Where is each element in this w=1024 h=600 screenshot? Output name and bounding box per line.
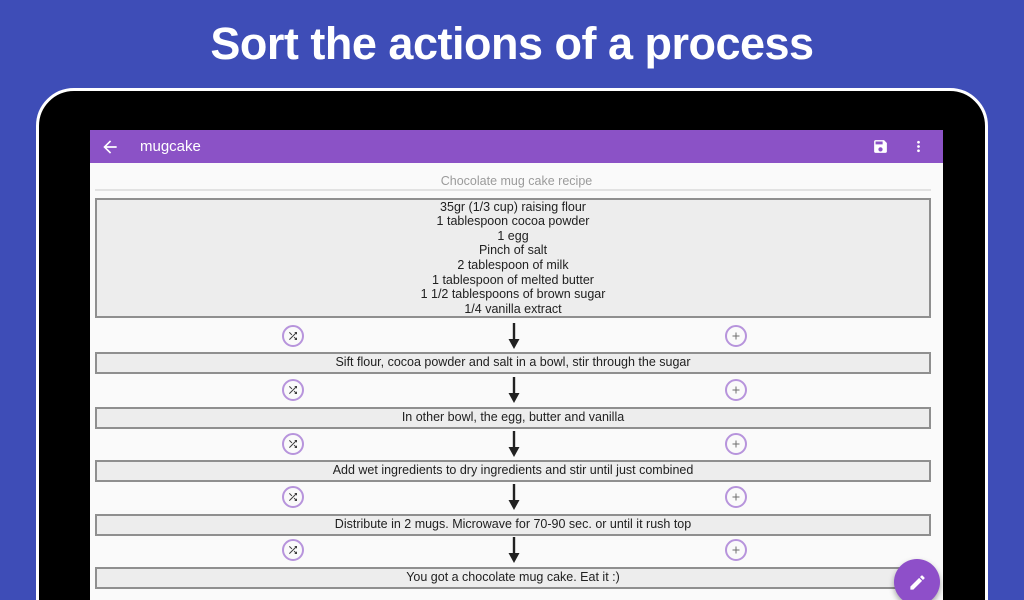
app-screen: mugcake Chocolate mug cake recipe 35gr (… xyxy=(90,130,943,600)
shuffle-icon xyxy=(287,384,299,396)
add-step-button[interactable] xyxy=(725,433,747,455)
overflow-menu-button[interactable] xyxy=(906,135,930,159)
tablet-frame: mugcake Chocolate mug cake recipe 35gr (… xyxy=(36,88,988,600)
arrow-down-icon xyxy=(506,323,522,349)
swap-steps-button[interactable] xyxy=(282,486,304,508)
arrow-down-icon xyxy=(506,377,522,403)
step-node[interactable]: You got a chocolate mug cake. Eat it :) xyxy=(95,567,931,589)
plus-icon xyxy=(730,438,742,450)
ingredient-line: 1 tablespoon cocoa powder xyxy=(436,214,590,229)
arrow-back-icon xyxy=(100,137,120,157)
shuffle-icon xyxy=(287,491,299,503)
banner-title: Sort the actions of a process xyxy=(210,18,814,69)
app-toolbar: mugcake xyxy=(90,130,943,163)
connector-row xyxy=(95,428,931,460)
marketing-banner: Sort the actions of a process xyxy=(0,0,1024,88)
process-title: Chocolate mug cake recipe xyxy=(440,174,593,188)
ingredient-line: 35gr (1/3 cup) raising flour xyxy=(440,199,586,214)
shuffle-icon xyxy=(287,438,299,450)
step-node[interactable]: Distribute in 2 mugs. Microwave for 70-9… xyxy=(95,514,931,536)
plus-icon xyxy=(730,491,742,503)
arrow-down-icon xyxy=(506,431,522,457)
ingredient-line: 1 egg xyxy=(497,228,529,243)
swap-steps-button[interactable] xyxy=(282,325,304,347)
connector-row xyxy=(95,534,931,566)
step-node[interactable]: Add wet ingredients to dry ingredients a… xyxy=(95,460,931,482)
ingredient-line: 1 tablespoon of melted butter xyxy=(432,272,594,287)
ingredient-line: 1/4 vanilla extract xyxy=(464,301,562,316)
connector-row xyxy=(95,374,931,406)
arrow-down-icon xyxy=(506,537,522,563)
add-step-button[interactable] xyxy=(725,486,747,508)
shuffle-icon xyxy=(287,544,299,556)
ingredients-node[interactable]: 35gr (1/3 cup) raising flour 1 tablespoo… xyxy=(95,198,931,318)
toolbar-title: mugcake xyxy=(140,138,201,155)
add-step-button[interactable] xyxy=(725,539,747,561)
ingredient-line: 2 tablespoon of milk xyxy=(457,258,569,272)
plus-icon xyxy=(730,384,742,396)
step-node[interactable]: Sift flour, cocoa powder and salt in a b… xyxy=(95,352,931,374)
swap-steps-button[interactable] xyxy=(282,539,304,561)
swap-steps-button[interactable] xyxy=(282,379,304,401)
edit-fab-button[interactable] xyxy=(894,559,940,600)
more-vert-icon xyxy=(910,138,927,155)
add-step-button[interactable] xyxy=(725,379,747,401)
back-button[interactable] xyxy=(98,135,122,159)
plus-icon xyxy=(730,330,742,342)
ingredient-line: 1 1/2 tablespoons of brown sugar xyxy=(420,287,606,302)
connector-row xyxy=(95,481,931,513)
title-divider xyxy=(95,189,931,191)
save-icon xyxy=(872,138,889,155)
connector-row xyxy=(95,320,931,352)
plus-icon xyxy=(730,544,742,556)
save-button[interactable] xyxy=(868,135,892,159)
arrow-down-icon xyxy=(506,484,522,510)
step-node[interactable]: In other bowl, the egg, butter and vanil… xyxy=(95,407,931,429)
add-step-button[interactable] xyxy=(725,325,747,347)
shuffle-icon xyxy=(287,330,299,342)
ingredient-line: Pinch of salt xyxy=(478,243,548,258)
swap-steps-button[interactable] xyxy=(282,433,304,455)
pencil-icon xyxy=(908,573,927,592)
